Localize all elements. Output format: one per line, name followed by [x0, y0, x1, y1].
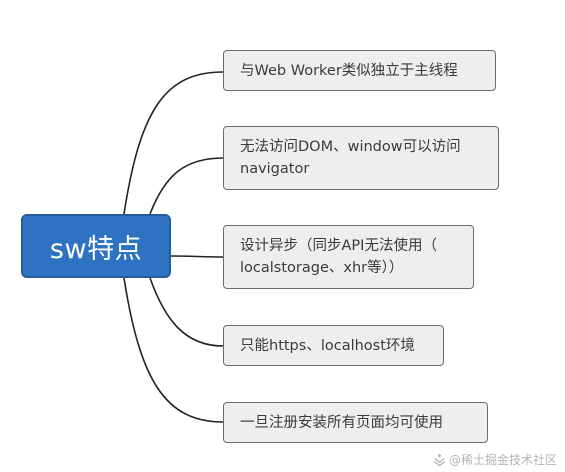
connector-line-2 — [149, 157, 224, 215]
connector-line-4 — [149, 277, 224, 347]
branch-node-2[interactable]: 无法访问DOM、window可以访问 navigator — [223, 126, 499, 190]
branch-node-3-line-2: localstorage、xhr等）） — [240, 260, 404, 276]
branch-node-5[interactable]: 一旦注册安装所有页面均可使用 — [223, 402, 488, 443]
juejin-logo-icon — [433, 453, 446, 466]
root-node[interactable]: sw特点 — [21, 214, 171, 278]
branch-node-2-line-1: 无法访问DOM、window可以访问 — [240, 139, 461, 155]
branch-node-2-line-2: navigator — [240, 161, 310, 177]
root-label: sw特点 — [49, 233, 143, 265]
connector-line-1 — [123, 71, 224, 215]
branch-node-1-line-1: 与Web Worker类似独立于主线程 — [240, 62, 458, 79]
watermark-text: @稀土掘金技术社区 — [448, 453, 557, 467]
branch-node-5-line-1: 一旦注册安装所有页面均可使用 — [240, 414, 443, 431]
connector-line-3 — [170, 255, 224, 258]
branch-node-4-line-1: 只能https、localhost环境 — [240, 337, 415, 354]
connector-line-5 — [123, 277, 224, 423]
branch-node-3[interactable]: 设计异步（同步API无法使用（ localstorage、xhr等）） — [223, 225, 474, 289]
branch-node-3-line-1: 设计异步（同步API无法使用（ — [240, 238, 437, 254]
watermark: @稀土掘金技术社区 — [433, 451, 557, 468]
branch-node-4[interactable]: 只能https、localhost环境 — [223, 325, 444, 366]
branch-node-1[interactable]: 与Web Worker类似独立于主线程 — [223, 50, 496, 91]
